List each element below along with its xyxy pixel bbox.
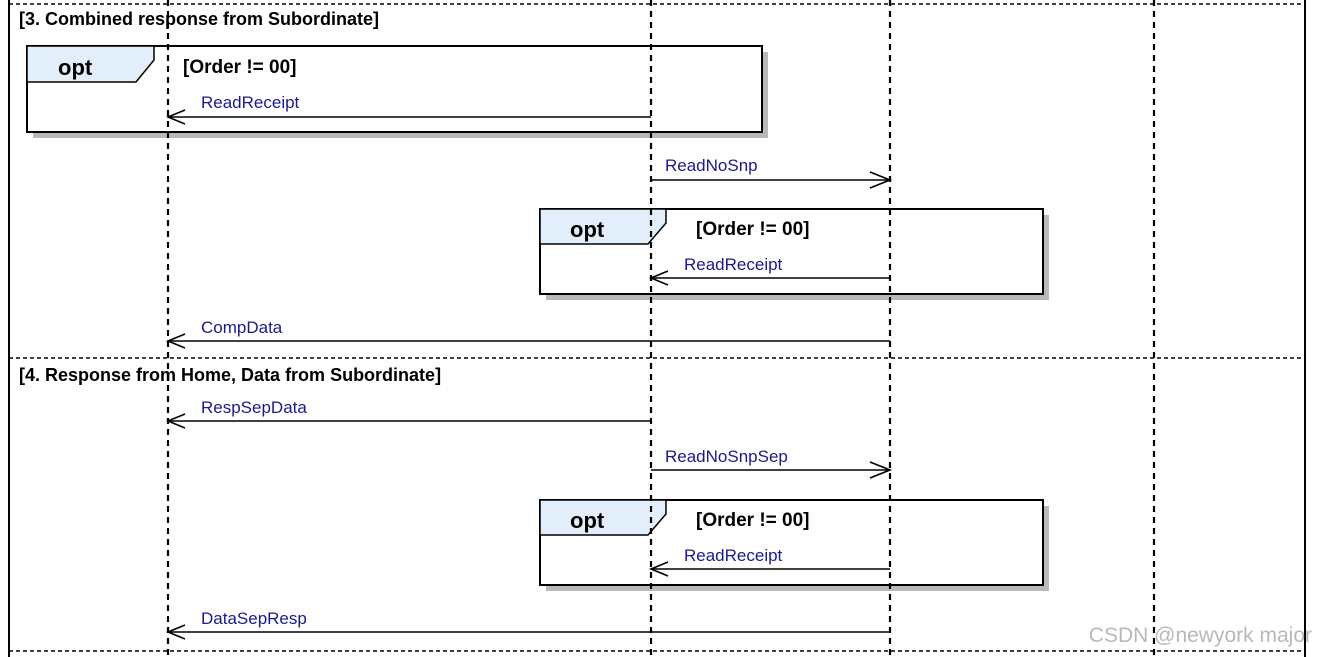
opt-frame-3-guard: [Order != 00] xyxy=(696,510,810,531)
watermark: CSDN @newyork major xyxy=(1089,624,1312,647)
opt-frame-2-title: opt xyxy=(570,217,605,242)
message-label: ReadReceipt xyxy=(201,93,300,112)
message-label: ReadNoSnpSep xyxy=(665,447,788,466)
opt-frame-3: opt [Order != 00] xyxy=(539,499,1049,591)
section-label-4: [4. Response from Home, Data from Subord… xyxy=(19,365,441,385)
opt-frame-1: opt [Order != 00] xyxy=(26,45,768,138)
message-read-no-snp: ReadNoSnp xyxy=(651,156,893,189)
message-label: ReadNoSnp xyxy=(665,156,758,175)
message-resp-sep-data: RespSepData xyxy=(165,398,651,429)
section-label-3: [3. Combined response from Subordinate] xyxy=(19,9,379,29)
opt-frame-1-guard: [Order != 00] xyxy=(183,57,297,78)
message-read-receipt-1: ReadReceipt xyxy=(165,93,651,125)
message-comp-data: CompData xyxy=(165,318,890,349)
opt-frame-2-guard: [Order != 00] xyxy=(696,219,810,240)
message-label: DataSepResp xyxy=(201,609,307,628)
message-read-receipt-2: ReadReceipt xyxy=(648,255,890,286)
opt-frame-1-title: opt xyxy=(58,55,93,80)
message-label: RespSepData xyxy=(201,398,307,417)
message-read-receipt-3: ReadReceipt xyxy=(648,546,890,577)
opt-frame-2: opt [Order != 00] xyxy=(539,208,1049,300)
message-read-no-snp-sep: ReadNoSnpSep xyxy=(651,447,893,479)
message-label: ReadReceipt xyxy=(684,546,783,565)
message-data-sep-resp: DataSepResp xyxy=(165,609,890,640)
message-label: CompData xyxy=(201,318,283,337)
opt-frame-3-title: opt xyxy=(570,508,605,533)
message-label: ReadReceipt xyxy=(684,255,783,274)
